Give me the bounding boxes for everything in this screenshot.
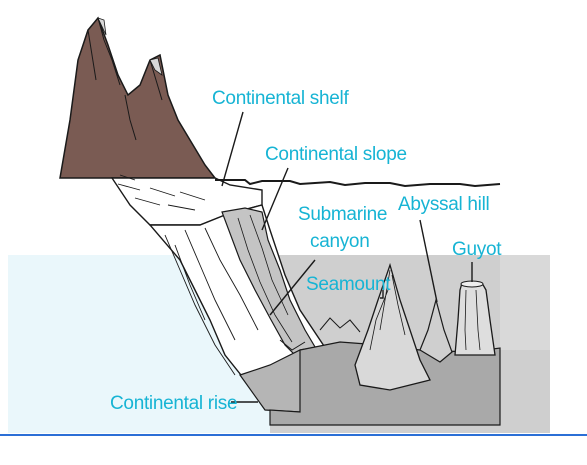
label-submarine-line2: canyon [310,231,369,252]
label-abyssal-hill: Abyssal hill [398,194,489,215]
sea-surface-line [215,179,501,188]
seamount [354,262,431,391]
mountains [59,16,217,179]
submarine-canyon [221,207,319,361]
label-continental-shelf: Continental shelf [212,88,349,109]
seafloor-block-top [500,255,550,350]
abyssal-hill [419,297,453,363]
label-submarine-line1: Submarine [298,204,387,225]
leader-continental-slope [261,167,289,231]
leader-continental-shelf [221,111,244,187]
leader-seamount [380,290,384,299]
label-guyot: Guyot [452,239,502,260]
label-continental-rise: Continental rise [110,393,237,414]
label-continental-slope: Continental slope [265,144,407,165]
label-seamount: Seamount [306,274,391,295]
leader-abyssal-hill [419,219,438,303]
leader-submarine-canyon [269,259,316,316]
